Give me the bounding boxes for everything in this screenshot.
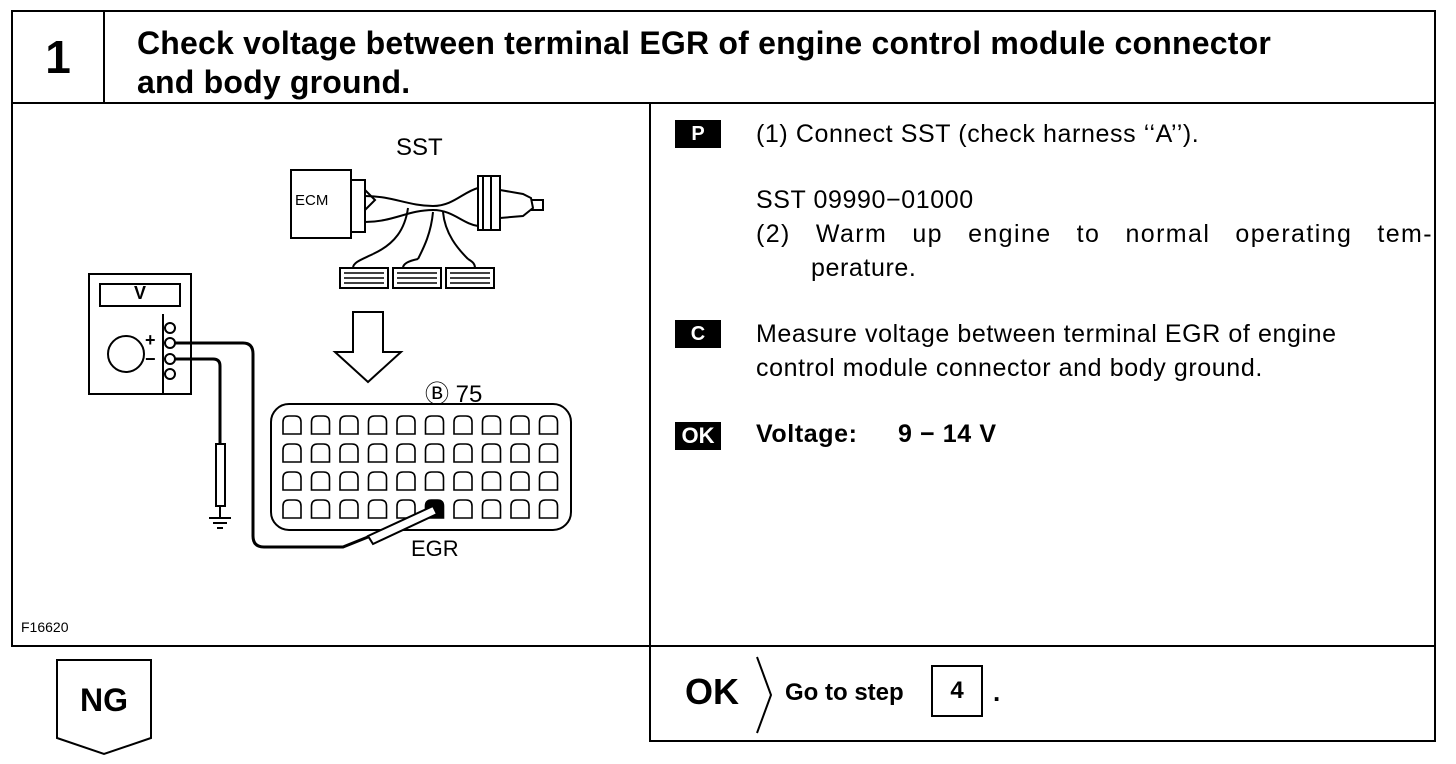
connector-pin <box>453 415 473 435</box>
goto-period: . <box>993 677 1001 707</box>
connector-pin <box>481 499 502 519</box>
connector-pin <box>310 415 331 435</box>
chevron-right-icon <box>755 655 775 735</box>
connector-pin <box>367 499 388 519</box>
connector-pin <box>453 471 473 491</box>
ok-label: OK <box>685 671 739 712</box>
sst-number: SST 09990−01000 <box>756 186 974 214</box>
figure-panel: SST ECM V + − Ⓑ 75 EGR F16620 <box>11 102 651 647</box>
meter-label: V <box>134 283 147 303</box>
terminal-label: EGR <box>411 536 459 561</box>
check-line-2: control module connector and body ground… <box>756 354 1263 382</box>
connector-75 <box>270 403 572 531</box>
step-title-line1: Check voltage between terminal EGR of en… <box>137 25 1271 61</box>
connector-pin <box>453 443 473 463</box>
step-header: 1 Check voltage between terminal EGR of … <box>11 10 1436 104</box>
test-leads <box>175 341 414 549</box>
figure-code: F16620 <box>21 619 69 635</box>
connector-pin <box>339 471 359 491</box>
prep-step-2-cont: perature. <box>811 254 917 282</box>
connector-pin <box>424 471 445 491</box>
ok-tag: OK <box>675 422 721 450</box>
connector-pin <box>510 443 530 463</box>
connector-pin <box>367 443 388 463</box>
step-number: 1 <box>13 12 105 102</box>
wiring-diagram <box>88 169 572 549</box>
connector-pin <box>339 499 359 519</box>
connector-pin <box>396 443 416 463</box>
minus-sign: − <box>145 349 156 369</box>
connector-pin <box>538 415 559 435</box>
connector-pin <box>424 443 445 463</box>
ecm-label: ECM <box>295 192 329 209</box>
prep-step-1: (1) Connect SST (check harness ‘‘A’’). <box>756 120 1200 148</box>
step-title: Check voltage between terminal EGR of en… <box>137 24 1417 102</box>
connector-pin <box>282 443 302 463</box>
connector-pin <box>310 443 331 463</box>
connector-pin <box>396 415 416 435</box>
connector-pin <box>339 415 359 435</box>
ng-result-badge: NG <box>55 658 155 756</box>
connector-pin <box>282 471 302 491</box>
check-line-1: Measure voltage between terminal EGR of … <box>756 320 1337 348</box>
spec-label: Voltage: <box>756 420 858 448</box>
connector-pin <box>282 415 302 435</box>
connector-pin <box>424 415 445 435</box>
step-title-line2: and body ground. <box>137 64 411 100</box>
connector-pin <box>367 415 388 435</box>
connector-pin <box>453 499 473 519</box>
goto-text: Go to step <box>785 679 904 706</box>
connector-pin <box>538 471 559 491</box>
connector-pin <box>481 471 502 491</box>
egr-probe <box>366 504 439 546</box>
connector-pin <box>367 471 388 491</box>
connector-pin <box>538 443 559 463</box>
connector-pin <box>538 499 559 519</box>
connector-pin <box>282 499 302 519</box>
check-tag: C <box>675 320 721 348</box>
connector-pin <box>481 415 502 435</box>
connector-pin <box>510 415 530 435</box>
voltmeter-illustration <box>88 273 192 395</box>
connector-pin <box>510 499 530 519</box>
connector-pin <box>396 499 416 519</box>
connector-pin <box>310 499 331 519</box>
connector-pin <box>310 471 331 491</box>
connector-pin <box>481 443 502 463</box>
connector-pin <box>510 471 530 491</box>
connector-pin <box>339 443 359 463</box>
ok-result-box: OK Go to step 4 . <box>649 645 1436 742</box>
down-arrow-icon <box>332 311 404 384</box>
goto-step-button[interactable]: 4 <box>931 665 983 717</box>
ng-label: NG <box>80 682 128 718</box>
ground-probe <box>209 443 231 529</box>
connector-pin <box>396 471 416 491</box>
plus-sign: + <box>145 330 156 350</box>
prep-step-2: (2) Warm up engine to normal operating t… <box>756 220 1433 248</box>
prep-tag: P <box>675 120 721 148</box>
spec-value: 9 − 14 V <box>898 420 997 448</box>
sst-harness-illustration <box>290 169 544 289</box>
instruction-panel: P (1) Connect SST (check harness ‘‘A’’).… <box>649 102 1436 647</box>
sst-label: SST <box>396 134 443 161</box>
connector-label: Ⓑ 75 <box>425 381 483 408</box>
